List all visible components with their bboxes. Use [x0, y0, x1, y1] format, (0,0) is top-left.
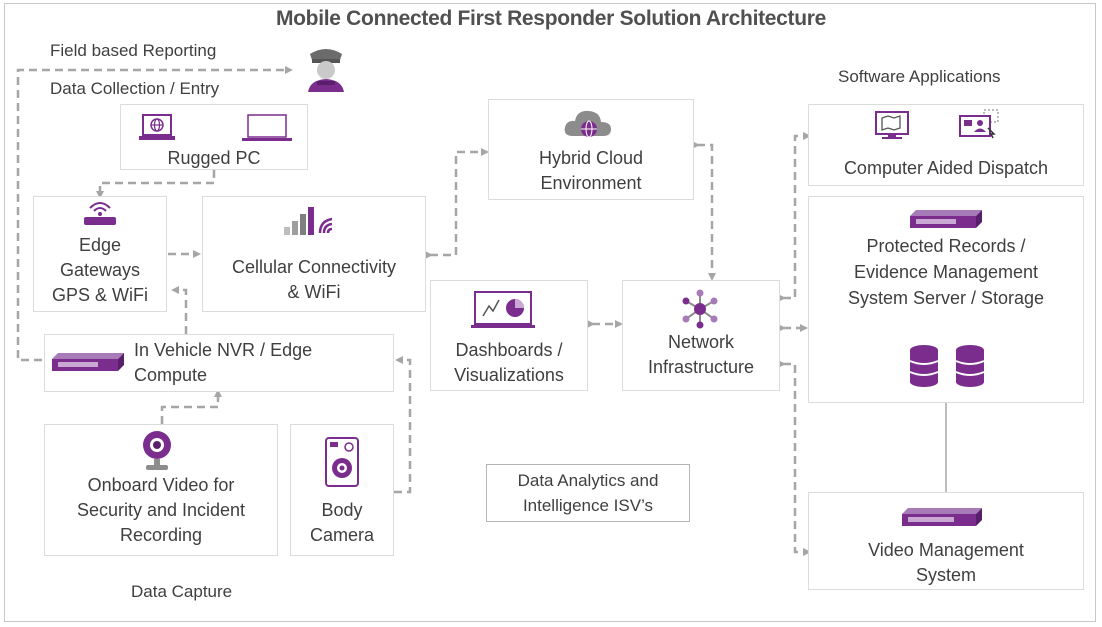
connector-cloud-network — [692, 141, 716, 281]
hybrid-cloud-label-2: Environment — [540, 173, 642, 193]
cellular-label-1: Cellular Connectivity — [231, 257, 397, 277]
dispatch-screen-icon — [959, 109, 999, 139]
server-appliance-icon — [52, 353, 124, 371]
body-camera-label-1: Body — [321, 500, 363, 520]
cellular-label-2: & WiFi — [287, 282, 341, 302]
network-label-1: Network — [667, 332, 734, 352]
server-appliance-icon — [910, 210, 982, 228]
onboard-video-label-1: Onboard Video for — [87, 475, 235, 495]
police-officer-icon — [308, 49, 344, 92]
edge-gateways-label-3: GPS & WiFi — [51, 285, 148, 305]
label-data-capture: Data Capture — [131, 582, 233, 601]
connector-body-nvr — [394, 356, 412, 494]
edge-gateways-label-2: Gateways — [59, 260, 141, 280]
diagram-frame — [4, 3, 1096, 622]
records-label-1: Protected Records / — [866, 236, 1026, 256]
records-label-2: Evidence Management — [853, 262, 1039, 282]
cad-label: Computer Aided Dispatch — [843, 158, 1049, 178]
vms-label-2: System — [915, 565, 976, 585]
diagram-title: Mobile Connected First Responder Solutio… — [275, 7, 827, 30]
dashboards-label-1: Dashboards / — [455, 340, 563, 360]
onboard-video-node — [44, 424, 278, 556]
nvr-label-2: Compute — [134, 365, 208, 385]
dashboards-label-2: Visualizations — [454, 365, 564, 385]
laptop-icon — [242, 114, 292, 141]
server-appliance-icon — [902, 508, 982, 526]
cad-node — [808, 104, 1084, 186]
connector-nvr-edge — [171, 286, 188, 334]
rugged-pc-label: Rugged PC — [167, 148, 261, 168]
label-field-reporting: Field based Reporting — [50, 41, 217, 60]
nvr-node — [44, 334, 394, 392]
label-data-collection: Data Collection / Entry — [50, 79, 220, 98]
label-software-applications: Software Applications — [838, 67, 1001, 86]
analytics-node — [486, 464, 690, 522]
laptop-globe-icon — [139, 114, 175, 140]
edge-gateways-label-1: Edge — [78, 235, 122, 255]
cloud-globe-icon — [564, 110, 611, 138]
hybrid-cloud-label-1: Hybrid Cloud — [538, 148, 644, 168]
database-storage-icon — [909, 345, 985, 387]
connector-network-vms — [778, 360, 811, 556]
analytics-label-1: Data Analytics and — [517, 471, 659, 490]
connector-network-cad — [778, 132, 811, 302]
records-node — [808, 196, 1084, 403]
connector-pc-edge — [96, 170, 216, 199]
onboard-video-label-3: Recording — [119, 525, 203, 545]
vms-node — [808, 492, 1084, 590]
connector-onboard-nvr — [160, 389, 222, 424]
onboard-video-label-2: Security and Incident — [76, 500, 246, 520]
records-label-3: System Server / Storage — [847, 288, 1045, 308]
monitor-map-icon — [875, 111, 909, 139]
body-camera-icon — [325, 437, 359, 487]
nvr-label-1: In Vehicle NVR / Edge — [134, 340, 313, 360]
router-icon — [84, 202, 116, 225]
body-camera-label-2: Camera — [309, 525, 375, 545]
connector-field-reporting — [16, 66, 293, 362]
network-label-2: Infrastructure — [647, 357, 755, 377]
dashboard-chart-icon — [471, 291, 535, 328]
cellular-signal-icon — [284, 207, 333, 235]
network-hub-icon — [682, 289, 718, 329]
analytics-label-2: Intelligence ISV’s — [522, 496, 654, 515]
connector-cellular-cloud — [425, 148, 489, 259]
vms-label-1: Video Management — [868, 540, 1024, 560]
webcam-icon — [143, 431, 171, 470]
